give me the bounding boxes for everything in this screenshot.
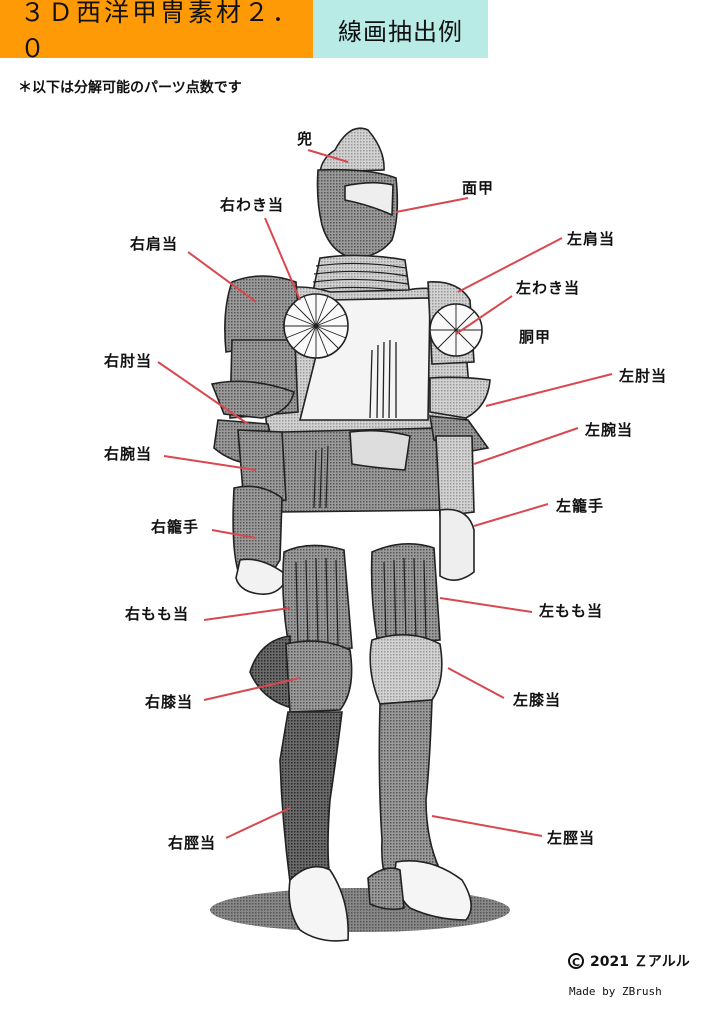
label-right-wanate: 右腕当 <box>104 445 153 463</box>
label-right-momoate: 右もも当 <box>125 605 190 623</box>
page-title: ３Ｄ西洋甲冑素材２．０ <box>20 0 301 63</box>
leader-lines <box>157 149 613 839</box>
label-left-kote: 左籠手 <box>556 497 605 515</box>
label-left-kataate: 左肩当 <box>567 230 616 248</box>
subtitle-banner: 線画抽出例 <box>313 0 488 58</box>
label-right-suneate: 右脛当 <box>168 834 217 852</box>
label-left-suneate: 左脛当 <box>547 829 596 847</box>
title-banner: ３Ｄ西洋甲冑素材２．０ <box>0 0 313 63</box>
made-by-credit: Made by ZBrush <box>569 985 662 998</box>
copyright: C 2021 Ｚアルル <box>568 951 690 971</box>
label-left-momoate: 左もも当 <box>539 602 604 620</box>
label-right-kote: 右籠手 <box>151 518 200 536</box>
label-right-hijiate: 右肘当 <box>104 352 153 370</box>
copyright-text: 2021 Ｚアルル <box>590 954 690 970</box>
page-subtitle: 線画抽出例 <box>338 17 463 46</box>
label-left-hijiate: 左肘当 <box>619 367 668 385</box>
label-right-kataate: 右肩当 <box>130 235 179 253</box>
parts-note: ＊以下は分解可能のパーツ点数です <box>18 80 242 96</box>
label-menko: 面甲 <box>462 179 495 197</box>
label-left-hizaate: 左膝当 <box>513 691 562 709</box>
label-right-wakiate: 右わき当 <box>220 196 285 214</box>
label-doukou: 胴甲 <box>519 328 552 346</box>
label-left-wakiate: 左わき当 <box>516 279 581 297</box>
label-left-wanate: 左腕当 <box>585 421 634 439</box>
label-right-hizaate: 右膝当 <box>145 693 194 711</box>
label-kabuto: 兜 <box>297 130 314 148</box>
copyright-icon: C <box>568 953 584 969</box>
